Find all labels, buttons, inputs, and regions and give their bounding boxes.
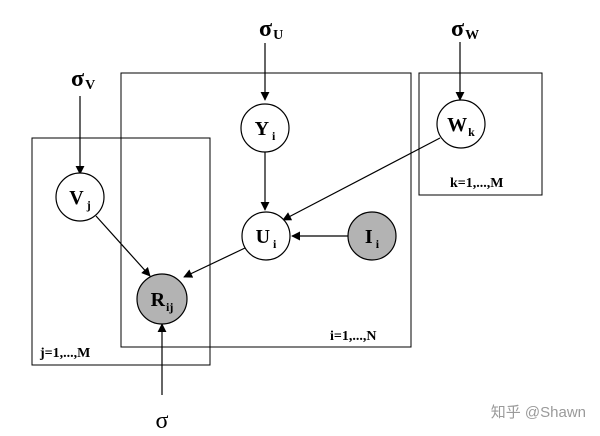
node-w-k-sub: k [468, 125, 475, 139]
param-sigma-w: σW [451, 16, 479, 43]
plate-i [120, 72, 412, 348]
node-r-ij-label: Rij [151, 289, 174, 314]
param-sigma-u-sub: U [273, 28, 283, 43]
node-w-k: Wk [436, 99, 486, 149]
edge-w-to-u [282, 137, 441, 221]
node-r-ij-circle [136, 273, 188, 325]
node-r-ij: Rij [136, 273, 188, 325]
node-v-j-base: V [69, 187, 84, 209]
node-i-i-sub: i [376, 237, 380, 251]
plate-k [418, 72, 543, 196]
node-u-i-circle [241, 211, 291, 261]
node-y-i-circle [240, 103, 290, 153]
node-u-i-sub: i [273, 237, 277, 251]
node-w-k-label: Wk [447, 114, 475, 139]
node-w-k-circle [436, 99, 486, 149]
param-sigma-w-sub: W [465, 28, 479, 43]
node-u-i-base: U [256, 226, 270, 248]
param-sigma-u-base: σ [259, 16, 272, 42]
param-sigma: σ [156, 408, 169, 434]
node-r-ij-base: R [151, 289, 166, 311]
node-i-i-circle [347, 211, 397, 261]
node-i-i-base: I [365, 226, 373, 248]
plate-label-k: k=1,...,M [450, 176, 503, 191]
plate-label-i: i=1,...,N [330, 329, 376, 344]
node-w-k-base: W [447, 114, 467, 136]
param-sigma-v: σV [71, 66, 95, 93]
param-sigma-u: σU [259, 16, 283, 43]
node-v-j-circle [55, 172, 105, 222]
param-sigma-w-base: σ [451, 16, 464, 42]
param-sigma-v-sub: V [85, 78, 95, 93]
plate-label-j: j=1,...,M [39, 346, 90, 361]
node-y-i-base: Y [255, 118, 270, 140]
node-r-ij-sub: ij [166, 300, 173, 314]
node-y-i-sub: i [272, 129, 276, 143]
edge-v-to-r [95, 215, 151, 277]
node-v-j-sub: j [86, 198, 91, 212]
edge-u-to-r [183, 247, 246, 278]
watermark: 知乎 @Shawn [491, 404, 586, 421]
param-sigma-v-base: σ [71, 66, 84, 92]
